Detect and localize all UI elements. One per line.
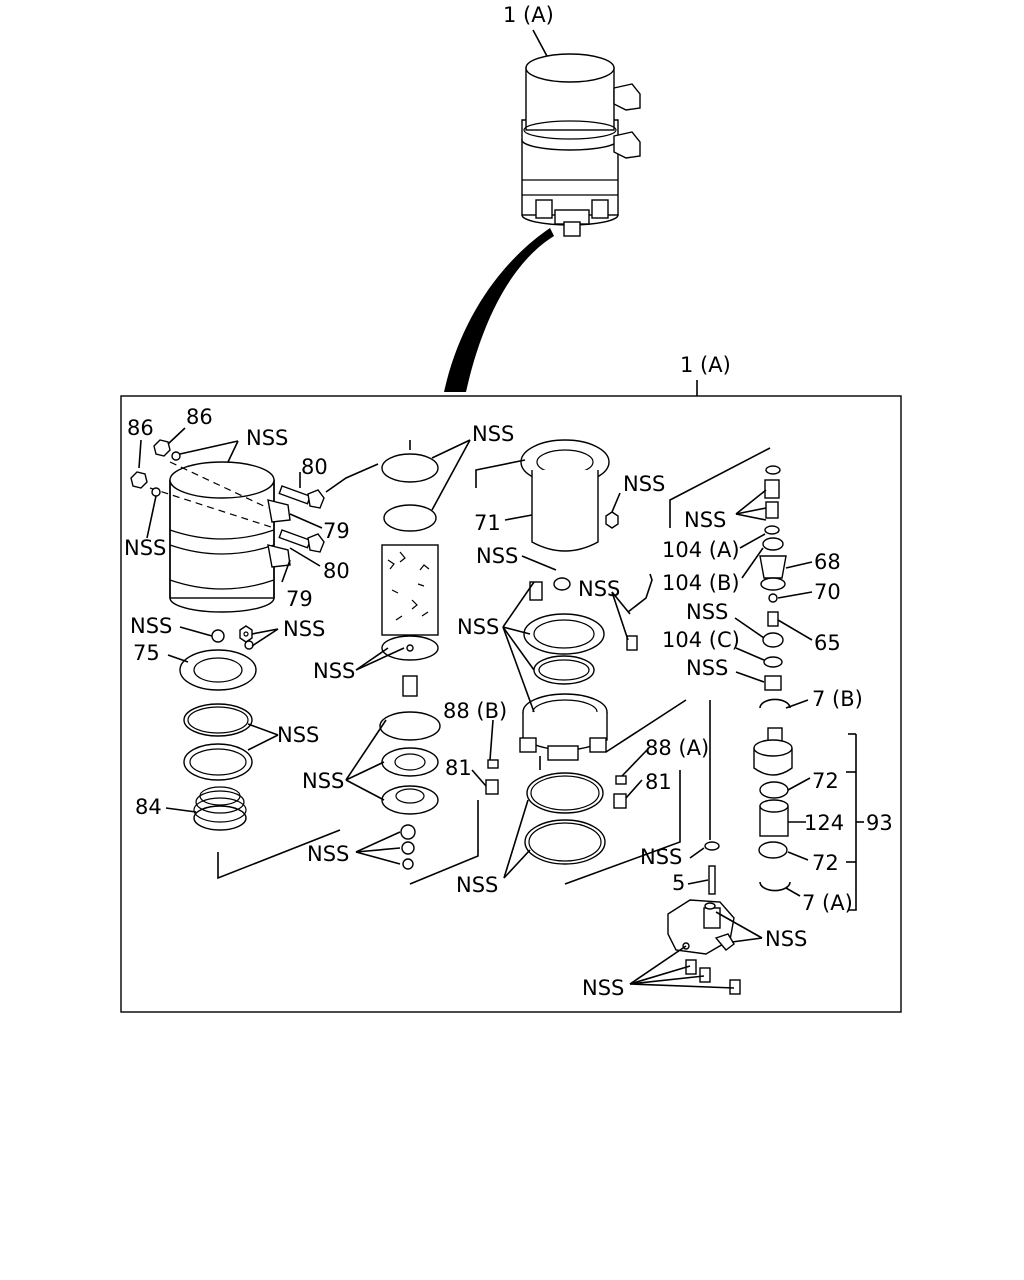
label-nss: NSS <box>623 472 665 496</box>
label-nss: NSS <box>457 615 499 639</box>
valve-assembly <box>753 465 793 892</box>
main-housing <box>149 461 291 613</box>
ring-1 <box>183 703 253 737</box>
label-nss: NSS <box>640 845 682 869</box>
label-nss: NSS <box>246 426 288 450</box>
label-93: 93 <box>866 811 893 835</box>
label-nss: NSS <box>307 842 349 866</box>
label-nss: NSS <box>283 617 325 641</box>
label-nss: NSS <box>686 600 728 624</box>
label-81-left: 81 <box>445 756 472 780</box>
label-104b: 104 (B) <box>662 571 740 595</box>
label-70: 70 <box>814 580 841 604</box>
label-72-lower: 72 <box>812 851 839 875</box>
label-nss: NSS <box>277 723 319 747</box>
label-nss: NSS <box>124 536 166 560</box>
assembly-overview: 1 (A) <box>503 3 641 237</box>
label-nss: NSS <box>313 659 355 683</box>
label-86-left: 86 <box>127 416 154 440</box>
leader-lines <box>138 427 813 989</box>
nut-86-right <box>153 439 171 457</box>
label-86-right: 86 <box>186 405 213 429</box>
label-7a: 7 (A) <box>802 891 853 915</box>
label-79-upper: 79 <box>323 519 350 543</box>
label-nss: NSS <box>684 508 726 532</box>
bolt-80-upper <box>278 485 325 509</box>
spring-84 <box>193 786 247 831</box>
label-nss: NSS <box>456 873 498 897</box>
label-79-lower: 79 <box>286 587 313 611</box>
label-80-upper: 80 <box>301 455 328 479</box>
label-75: 75 <box>133 641 160 665</box>
label-7b: 7 (B) <box>812 687 863 711</box>
label-72-upper: 72 <box>812 769 839 793</box>
label-71: 71 <box>474 511 501 535</box>
label-84: 84 <box>135 795 162 819</box>
label-104c: 104 (C) <box>662 628 740 652</box>
label-88a: 88 (A) <box>645 736 709 760</box>
label-nss: NSS <box>578 577 620 601</box>
cover-71 <box>485 439 653 865</box>
label-nss: NSS <box>476 544 518 568</box>
box-label: 1 (A) <box>680 353 731 377</box>
label-nss: NSS <box>686 656 728 680</box>
ring-2 <box>183 743 253 781</box>
connector-sweep <box>444 228 554 392</box>
label-80-lower: 80 <box>323 559 350 583</box>
label-88b: 88 (B) <box>443 699 507 723</box>
filter-element <box>379 453 441 870</box>
label-nss: NSS <box>130 614 172 638</box>
label-124: 124 <box>804 811 844 835</box>
label-104a: 104 (A) <box>662 538 740 562</box>
label-81-right: 81 <box>645 770 672 794</box>
bolt-80-lower <box>278 529 325 553</box>
label-nss: NSS <box>582 976 624 1000</box>
part-labels: 86 86 NSS NSS 80 79 80 79 NSS NSS 75 NSS… <box>124 405 893 1000</box>
center-lines <box>217 447 864 911</box>
label-5: 5 <box>672 871 685 895</box>
label-nss: NSS <box>765 927 807 951</box>
nut-86-left <box>130 471 148 489</box>
label-68: 68 <box>814 550 841 574</box>
label-nss: NSS <box>302 769 344 793</box>
exploded-view-frame <box>120 395 902 1013</box>
label-nss: NSS <box>472 422 514 446</box>
plate-75 <box>179 649 257 691</box>
top-assembly-label: 1 (A) <box>503 3 554 27</box>
label-65: 65 <box>814 631 841 655</box>
